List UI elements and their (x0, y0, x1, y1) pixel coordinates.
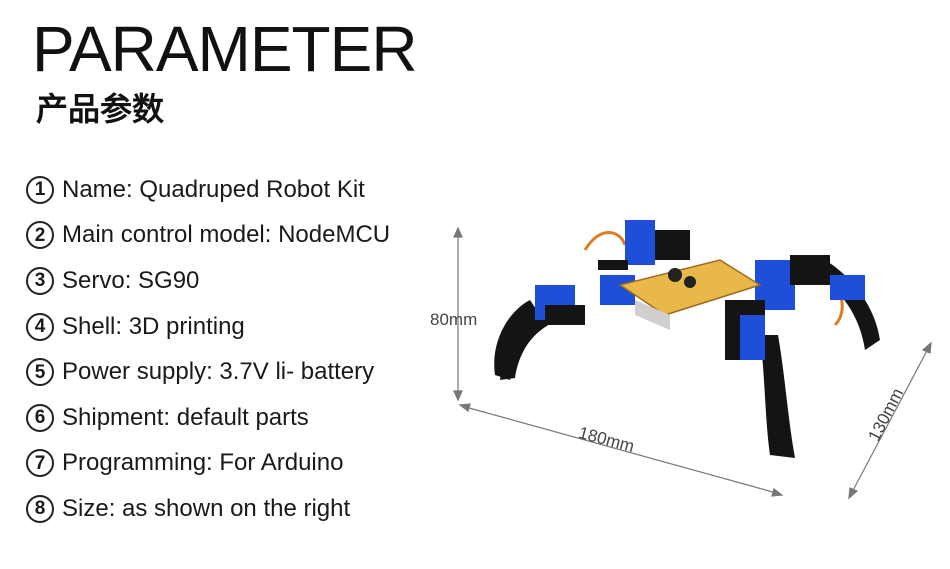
number-badge: 3 (26, 266, 54, 295)
servo-icon (740, 315, 765, 360)
parameter-item: 2 Main control model: NodeMCU (26, 213, 390, 259)
capacitor (668, 268, 682, 282)
page-subtitle: 产品参数 (36, 90, 165, 128)
leg-bracket (545, 305, 585, 325)
arrow-head (848, 487, 859, 500)
leg-bracket (790, 255, 830, 285)
servo-horn-bracket (655, 230, 690, 260)
servo-wire (583, 231, 627, 251)
capacitor (684, 276, 696, 288)
leg-bracket (598, 260, 628, 270)
parameter-item: 6 Shipment: default parts (26, 395, 390, 441)
parameter-item: 8 Size: as shown on the right (26, 486, 390, 532)
number-badge: 2 (26, 221, 54, 250)
parameter-text: Main control model: NodeMCU (62, 221, 391, 249)
number-badge: 8 (26, 494, 54, 523)
parameter-text: Power supply: 3.7V li- battery (62, 358, 375, 386)
parameter-item: 3 Servo: SG90 (26, 258, 390, 304)
leg-front-right (760, 335, 795, 458)
number-badge: 5 (26, 358, 54, 387)
number-badge: 1 (26, 175, 54, 204)
number-badge: 4 (26, 312, 54, 341)
parameter-text: Shell: 3D printing (62, 312, 245, 340)
arrow-head (771, 487, 784, 497)
page-title: PARAMETER (32, 13, 418, 85)
servo-icon (830, 275, 865, 300)
parameter-item: 4 Shell: 3D printing (26, 304, 390, 350)
parameter-text: Shipment: default parts (62, 403, 309, 431)
parameter-item: 7 Programming: For Arduino (26, 441, 390, 487)
parameter-item: 5 Power supply: 3.7V li- battery (26, 349, 390, 395)
servo-icon (625, 220, 655, 265)
parameter-list: 1 Name: Quadruped Robot Kit 2 Main control… (26, 167, 390, 532)
parameter-text: Size: as shown on the right (62, 494, 351, 522)
parameter-text: Name: Quadruped Robot Kit (62, 175, 365, 203)
parameter-item: 1 Name: Quadruped Robot Kit (26, 167, 390, 213)
battery-holder (635, 300, 670, 330)
quadruped-robot-image (494, 220, 880, 458)
height-label: 80mm (430, 310, 478, 329)
number-badge: 7 (26, 449, 54, 478)
parameter-text: Programming: For Arduino (62, 449, 344, 477)
number-badge: 6 (26, 403, 54, 432)
parameter-text: Servo: SG90 (62, 266, 200, 294)
